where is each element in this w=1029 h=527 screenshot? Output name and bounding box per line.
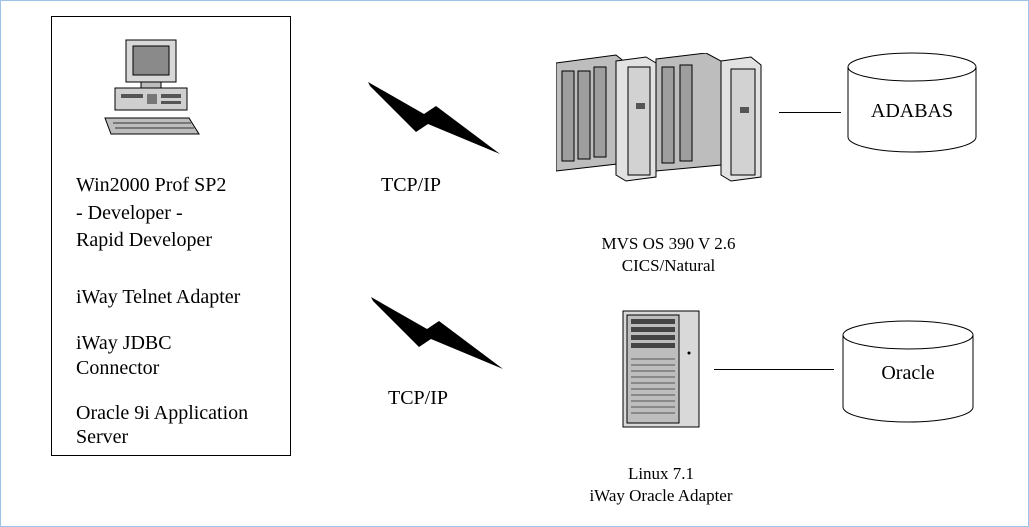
top-protocol-label: TCP/IP — [381, 174, 442, 196]
mainframe-icon — [556, 53, 762, 182]
client-appserver-label-line2: Server — [76, 426, 129, 448]
client-jdbc-label-line2: Connector — [76, 357, 160, 379]
client-jdbc-label-line1: iWay JDBC — [76, 332, 172, 354]
client-telnet-adapter-label: iWay Telnet Adapter — [76, 286, 241, 308]
mainframe-adabas-connector — [779, 112, 841, 113]
database-cylinder-icon — [842, 320, 974, 423]
database-cylinder-icon — [847, 52, 977, 153]
client-appserver-label-line1: Oracle 9i Application — [76, 402, 249, 424]
mainframe-os-label: MVS OS 390 V 2.6 — [601, 234, 736, 253]
mainframe-cics-label: CICS/Natural — [621, 256, 716, 275]
client-role-label: - Developer - — [76, 202, 183, 224]
bottom-protocol-label: TCP/IP — [388, 387, 449, 409]
linux-os-label: Linux 7.1 — [627, 464, 695, 483]
client-tool-label: Rapid Developer — [76, 229, 213, 251]
lightning-bolt-icon — [368, 82, 500, 154]
client-os-label: Win2000 Prof SP2 — [76, 174, 227, 196]
adabas-label: ADABAS — [870, 100, 954, 122]
tower-server-icon — [622, 310, 700, 428]
lightning-bolt-icon — [371, 297, 503, 369]
desktop-computer-icon — [104, 39, 200, 135]
oracle-label: Oracle — [881, 362, 935, 384]
server-oracle-connector — [714, 369, 834, 370]
linux-adapter-label: iWay Oracle Adapter — [589, 486, 733, 505]
